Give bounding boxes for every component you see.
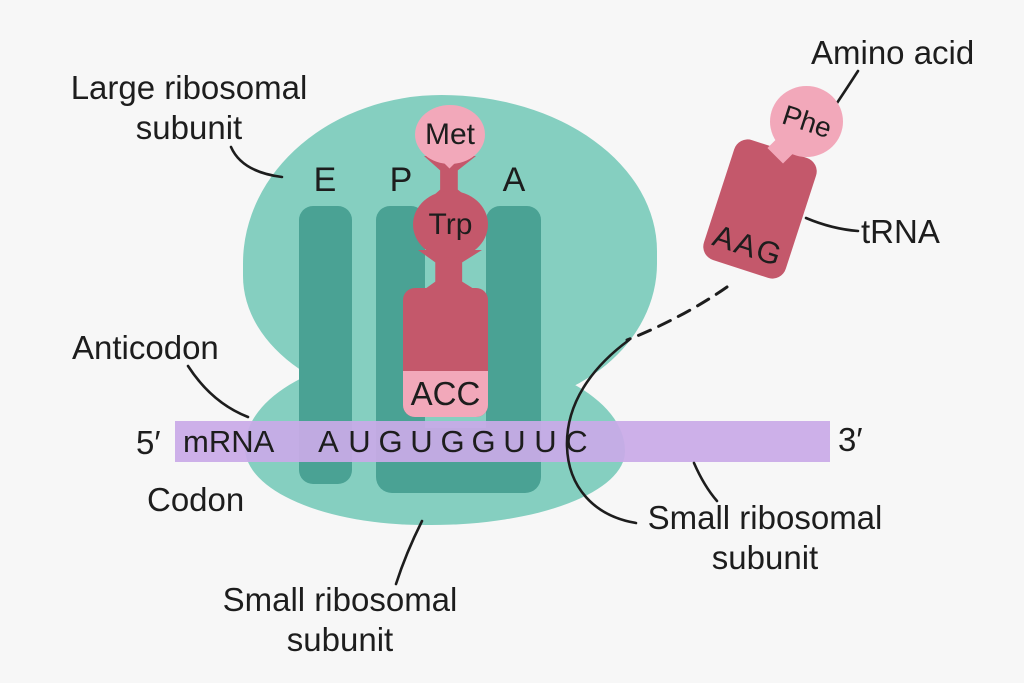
mrna-base: U [348, 424, 371, 459]
large-ribosomal-subunit-label: Large ribosomal subunit [58, 68, 320, 148]
label-line: subunit [711, 539, 819, 576]
amino-acid-phe: Phe [770, 86, 843, 157]
mrna-base: U [534, 424, 557, 459]
label-line: Small ribosomal [222, 581, 458, 618]
leader-amino-acid [835, 69, 860, 105]
p-site-label: P [389, 161, 413, 199]
incoming-trna-body: AAG [699, 135, 821, 283]
anticodon-acc: ACC [403, 371, 488, 417]
label-line: subunit [286, 621, 394, 658]
small-ribosomal-subunit-label-bottom: Small ribosomal subunit [206, 580, 474, 660]
leader-small-subunit-right [692, 461, 719, 503]
mrna-base: U [503, 424, 526, 459]
amino-acid-label: Amino acid [811, 34, 975, 71]
label-line: subunit [135, 109, 243, 146]
mrna-base: C [565, 424, 588, 459]
mrna-base: G [378, 424, 403, 459]
mrna-label: mRNA [183, 424, 275, 459]
three-prime-label: 3′ [838, 421, 863, 458]
acc-label: ACC [410, 375, 481, 412]
codon-label: Codon [147, 481, 245, 518]
label-line: Large ribosomal [70, 69, 308, 106]
label-line: Small ribosomal [647, 499, 883, 536]
mrna-base: A [318, 424, 339, 459]
mrna-base: G [440, 424, 465, 459]
amino-acid-met: Met [415, 105, 485, 164]
small-ribosomal-subunit-label-right: Small ribosomal subunit [631, 498, 899, 578]
leader-small-subunit-bottom [394, 519, 424, 586]
e-site-label: E [313, 161, 337, 199]
leader-anticodon [186, 364, 250, 419]
a-site-slot [486, 206, 541, 456]
anticodon-label: Anticodon [72, 329, 219, 366]
mrna-strand [175, 421, 830, 462]
mrna-base: U [410, 424, 433, 459]
a-site-label: A [502, 161, 526, 199]
amino-acid-trp: Trp [413, 191, 488, 258]
phe-label: Phe [778, 98, 836, 144]
mrna-base: G [471, 424, 496, 459]
trna-label: tRNA [861, 213, 940, 250]
aag-label: AAG [708, 217, 788, 274]
met-label: Met [424, 117, 475, 151]
five-prime-label: 5′ [136, 424, 161, 461]
leader-trna [804, 216, 860, 233]
mrna-sequence: A U G U G G U U C [313, 421, 592, 462]
trp-label: Trp [428, 207, 473, 241]
